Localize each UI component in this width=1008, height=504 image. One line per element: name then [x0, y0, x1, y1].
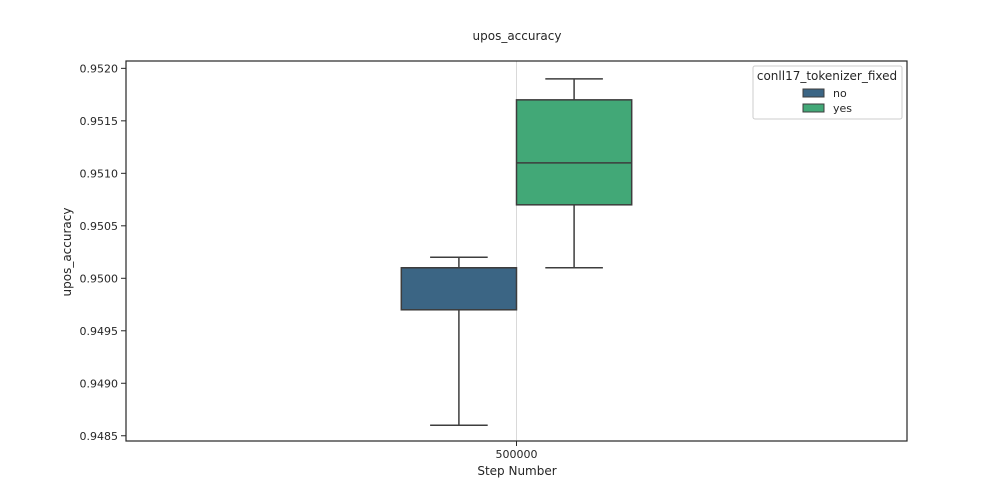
x-axis-label: Step Number: [477, 464, 556, 478]
legend-items: no yes: [802, 87, 852, 115]
legend-label-no: no: [833, 87, 847, 100]
y-tick-label: 0.9520: [80, 62, 119, 75]
legend-swatch-yes: [802, 103, 825, 113]
box-yes: [515, 78, 633, 269]
box-no: [400, 256, 518, 427]
y-tick-label: 0.9510: [80, 167, 119, 180]
legend-frame: [752, 65, 903, 120]
legend: conll17_tokenizer_fixed no yes: [752, 65, 903, 120]
chart-title: upos_accuracy: [473, 29, 562, 43]
y-tick-label: 0.9485: [80, 430, 119, 443]
iqr-box: [400, 267, 518, 311]
y-tick-label: 0.9505: [80, 220, 119, 233]
x-tick-label: 500000: [496, 448, 538, 461]
y-axis-label: upos_accuracy: [60, 208, 74, 297]
y-tick-label: 0.9495: [80, 325, 119, 338]
legend-swatch-no: [802, 88, 825, 98]
legend-title: conll17_tokenizer_fixed: [757, 69, 897, 83]
y-tick-label: 0.9515: [80, 115, 119, 128]
y-tick-label: 0.9500: [80, 272, 119, 285]
iqr-box: [515, 99, 633, 206]
legend-label-yes: yes: [833, 102, 852, 115]
plot-area: 0.9485 0.9490 0.9495 0.9500 0.9505 0.9510 0.95…: [80, 60, 908, 461]
y-tick-label: 0.9490: [80, 377, 119, 390]
